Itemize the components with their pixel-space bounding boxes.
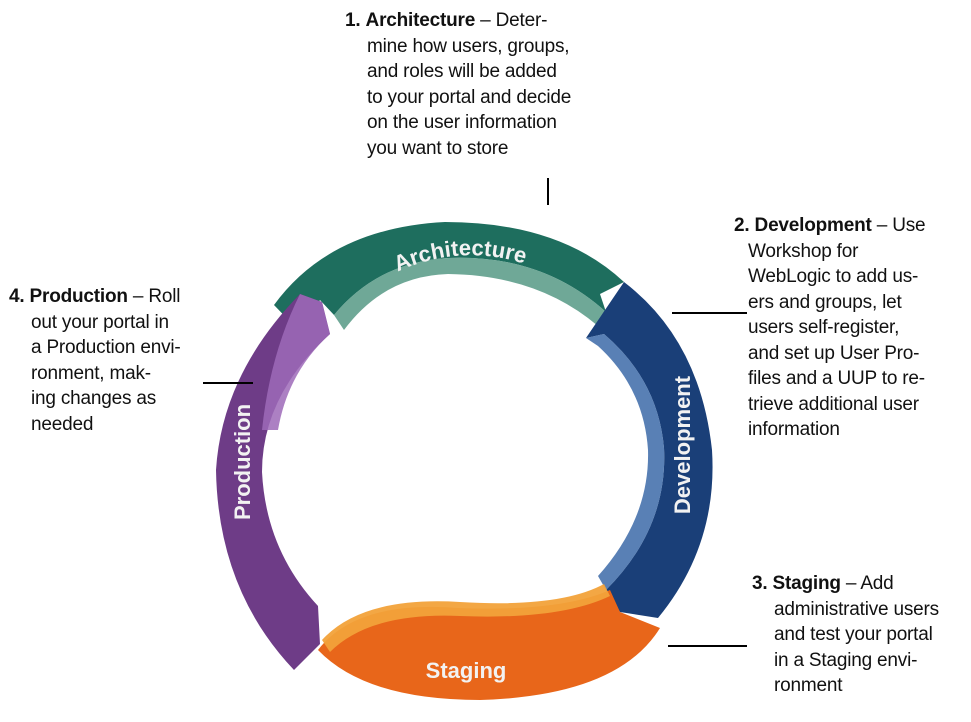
development-number: 2. [734,215,750,236]
architecture-note: 1. Architecture – Deter- mine how users,… [345,8,571,161]
production-title: Production [29,286,128,307]
development-title: Development [754,215,872,236]
staging-desc-line-3: in a Staging envi- [774,649,918,671]
production-desc-line-3: ronment, mak- [31,362,151,384]
staging-segment: Staging [318,584,660,700]
architecture-title: Architecture [365,10,476,31]
staging-desc-line-0: Add [860,573,894,594]
staging-segment-label: Staging [426,658,507,683]
development-desc-line-7: trieve additional user [748,393,919,415]
staging-separator: – [845,573,857,594]
development-desc-line-0: Use [892,215,926,236]
production-number: 4. [9,286,25,307]
staging-desc-line-2: and test your portal [774,624,933,645]
production-desc-line-2: a Production envi- [31,337,181,358]
production-desc-line-4: ing changes as [31,388,157,409]
architecture-number: 1. [345,10,361,31]
production-desc-line-5: needed [31,413,94,435]
architecture-desc-line-3: to your portal and decide [367,86,572,108]
development-desc-line-3: ers and groups, let [748,291,902,313]
architecture-desc-line-4: on the user information [367,112,557,133]
leader-lines [203,178,747,647]
production-separator: – [132,286,144,307]
architecture-segment: Architecture [274,222,624,332]
architecture-desc-line-1: mine how users, groups, [367,35,570,57]
staging-title: Staging [772,573,841,594]
staging-note: 3. Staging – Add administrative users an… [752,571,939,699]
staging-number: 3. [752,573,768,594]
development-desc-line-8: information [748,419,840,440]
production-note: 4. Production – Roll out your portal in … [9,284,181,437]
development-desc-line-5: and set up User Pro- [748,342,920,364]
production-segment-label: Production [230,404,255,520]
production-desc-line-0: Roll [148,286,181,307]
development-desc-line-4: users self-register, [748,317,900,338]
staging-desc-line-4: ronment [774,675,843,696]
staging-desc-line-1: administrative users [774,598,939,620]
development-note: 2. Development – Use Workshop for WebLog… [734,213,926,443]
development-desc-line-2: WebLogic to add us- [748,266,919,287]
architecture-separator: – [480,10,491,31]
development-separator: – [876,215,888,236]
architecture-desc-line-0: Deter- [495,10,548,31]
architecture-desc-line-5: you want to store [367,137,509,159]
development-segment-label: Development [670,375,695,514]
development-desc-line-1: Workshop for [748,240,859,262]
architecture-desc-line-2: and roles will be added [367,61,557,82]
production-desc-line-1: out your portal in [31,311,169,333]
development-desc-line-6: files and a UUP to re- [748,368,925,389]
production-segment: Production [216,294,330,670]
development-segment: Development [586,282,713,618]
